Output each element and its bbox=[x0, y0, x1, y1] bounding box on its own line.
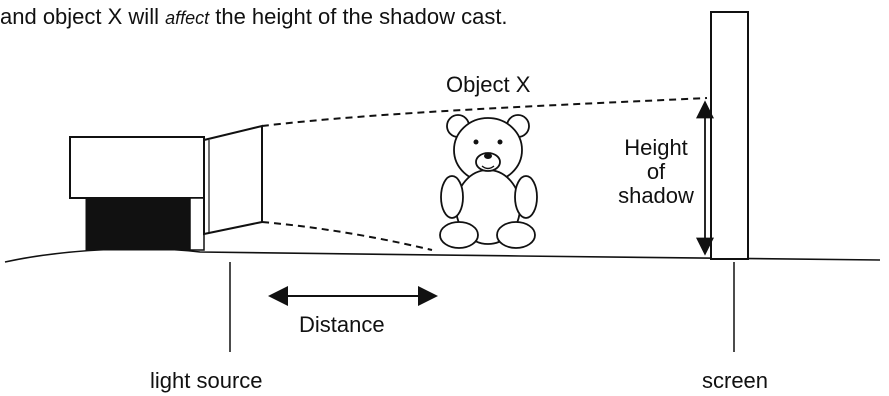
light-ray-bottom bbox=[261, 221, 433, 251]
light-ray-top bbox=[261, 97, 708, 127]
teddy-bear-object bbox=[439, 114, 538, 249]
screen-board bbox=[710, 11, 749, 260]
light-source-base bbox=[85, 197, 192, 251]
distance-label: Distance bbox=[299, 312, 385, 337]
light-source-box bbox=[69, 136, 205, 199]
caption-text: and object X will affect the height of t… bbox=[0, 4, 508, 29]
light-source-label: light source bbox=[150, 368, 263, 393]
height-of-shadow-label: Height of shadow bbox=[618, 135, 694, 208]
light-source-lens bbox=[203, 124, 263, 236]
object-x-label: Object X bbox=[446, 72, 531, 97]
screen-label: screen bbox=[702, 368, 769, 393]
